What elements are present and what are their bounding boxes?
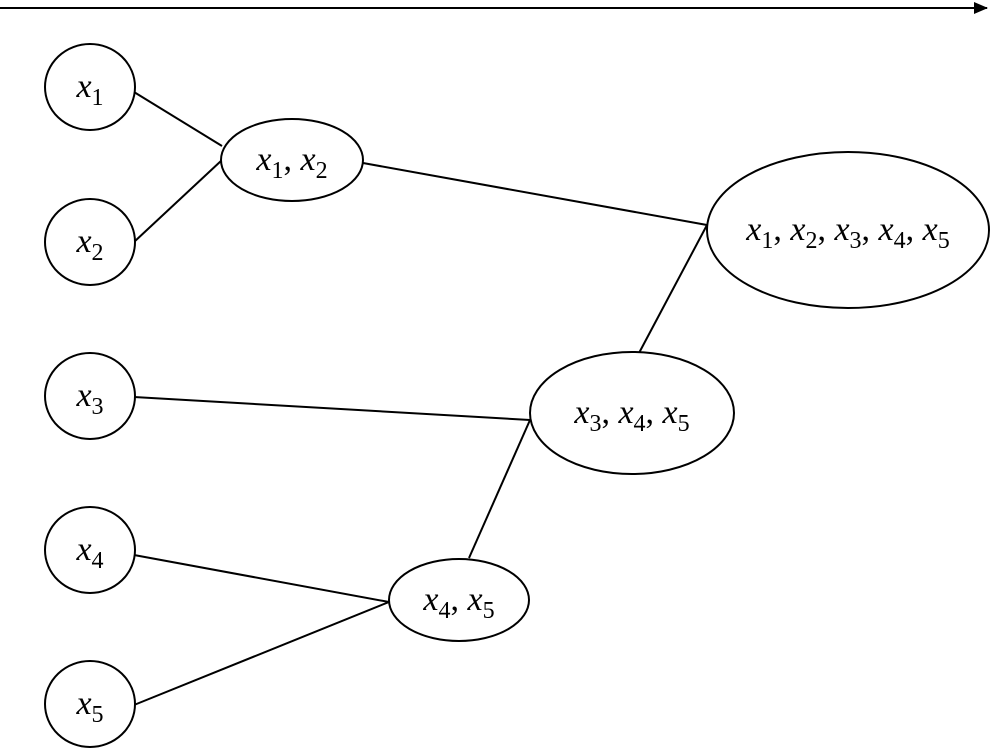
node-x5-label: x5 [75, 685, 103, 728]
node-x1x2: x1, x2 [220, 118, 364, 202]
edge-x2-to-x1x2 [133, 159, 223, 243]
node-x1-ellipse [44, 43, 136, 131]
edge-x4x5-to-x3x4x5 [468, 419, 531, 559]
node-x1to5-label: x1, x2, x3, x4, x5 [745, 211, 949, 254]
node-x1to5: x1, x2, x3, x4, x5 [706, 151, 990, 309]
edge-x5-to-x4x5 [133, 601, 390, 706]
node-x3: x3 [44, 352, 136, 440]
node-x4x5: x4, x5 [388, 558, 530, 642]
edges [133, 91, 708, 706]
edge-x1-to-x1x2 [133, 91, 223, 147]
edge-x1x2-to-x1to5 [362, 162, 708, 226]
node-x4-ellipse [44, 506, 136, 594]
node-x1to5-ellipse [706, 151, 990, 309]
node-x4x5-label: x4, x5 [422, 581, 494, 624]
node-x5-ellipse [44, 660, 136, 748]
edge-x3x4x5-to-x1to5 [638, 224, 708, 354]
node-x4: x4 [44, 506, 136, 594]
node-x5: x5 [44, 660, 136, 748]
nodes: x1 x2 x3 x4 x5 x1, x2 x4, x5 x3, x4, x5 x1, x2, … [44, 43, 990, 748]
node-x3-label: x3 [75, 377, 103, 420]
node-x4x5-ellipse [388, 558, 530, 642]
node-x3x4x5-label: x3, x4, x5 [573, 394, 689, 437]
node-x3x4x5-ellipse [529, 351, 735, 475]
node-x1-label: x1 [75, 68, 103, 111]
node-x2-ellipse [44, 198, 136, 286]
edge-x3-to-x3x4x5 [133, 396, 531, 421]
node-x4-label: x4 [75, 531, 103, 574]
node-x1: x1 [44, 43, 136, 131]
node-x1x2-ellipse [220, 118, 364, 202]
node-x2: x2 [44, 198, 136, 286]
node-x2-label: x2 [75, 223, 103, 266]
node-x3-ellipse [44, 352, 136, 440]
edge-x4-to-x4x5 [133, 554, 390, 603]
node-x1x2-label: x1, x2 [255, 141, 327, 184]
node-x3x4x5: x3, x4, x5 [529, 351, 735, 475]
